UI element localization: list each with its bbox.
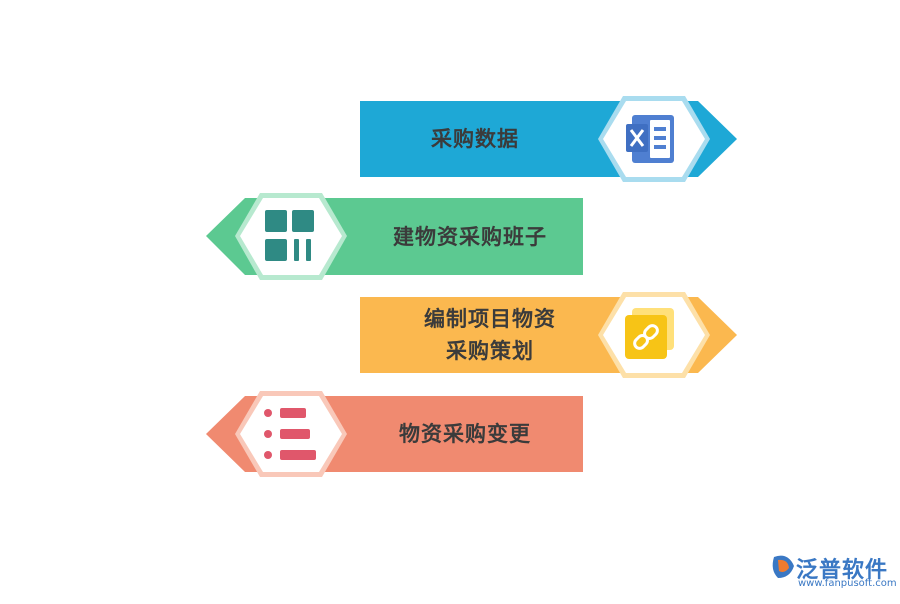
banner-3-label-line1: 编制项目物资 bbox=[424, 306, 556, 331]
banner-procurement-plan bbox=[360, 292, 737, 378]
banner-procurement-change bbox=[206, 391, 583, 477]
banner-1-label: 采购数据 bbox=[431, 126, 519, 151]
fanpu-logo-icon bbox=[772, 555, 794, 578]
spreadsheet-icon bbox=[626, 115, 674, 163]
banner-3-label-line2: 采购策划 bbox=[446, 338, 534, 363]
banner-2-label: 建物资采购班子 bbox=[393, 224, 547, 249]
banner-build-team bbox=[206, 193, 583, 280]
grid-icon bbox=[265, 210, 314, 261]
logo-url: www.fanpusoft.com bbox=[798, 578, 897, 589]
logo-name: 泛普软件 bbox=[796, 558, 889, 583]
banner-4-label: 物资采购变更 bbox=[399, 421, 531, 446]
banner-procurement-data bbox=[360, 96, 737, 182]
link-icon bbox=[625, 308, 674, 359]
list-icon bbox=[264, 408, 316, 460]
